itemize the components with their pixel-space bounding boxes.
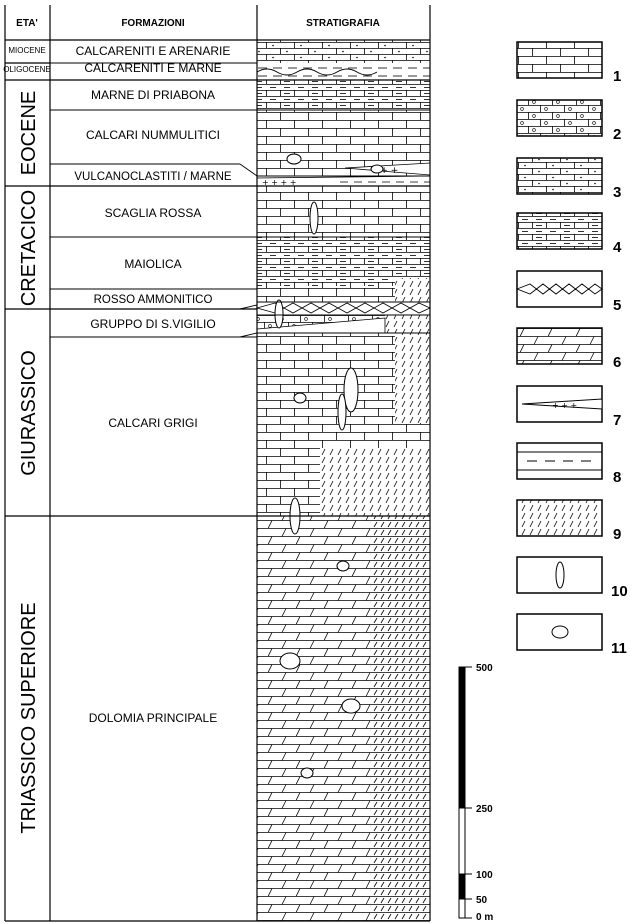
legend-item-9: 9 — [517, 500, 621, 543]
scale-label-100: 100 — [476, 870, 493, 881]
formation-calcareniti-marne: CALCARENITI E MARNE — [84, 61, 221, 75]
legend-item-6: 6 — [517, 328, 621, 371]
scale-label-250: 250 — [476, 804, 493, 815]
nodule-nummulitici — [287, 154, 301, 164]
epoch-cretacico: CRETACICO — [18, 190, 40, 306]
legend-item-11: 11 — [517, 614, 627, 657]
legend-volcanic-crosses: + + + — [552, 401, 577, 410]
formation-rosso-ammonitico: ROSSO AMMONITICO — [94, 294, 213, 306]
scale-segment-250-500 — [459, 667, 465, 808]
layer-scaglia-rossa — [257, 186, 430, 237]
legend-lens-mark — [556, 562, 564, 588]
lens-rosso — [275, 300, 283, 328]
header-stratigraphy: STRATIGRAFIA — [306, 18, 380, 29]
legend-number-9: 9 — [613, 526, 621, 543]
legend-number-2: 2 — [613, 126, 621, 143]
formation-maiolica: MAIOLICA — [124, 257, 181, 271]
hatch-strip-dolomia — [370, 516, 430, 921]
scale-label-0: 0 m — [476, 912, 493, 923]
legend-item-1: 1 — [517, 42, 621, 85]
legend-number-1: 1 — [613, 68, 621, 85]
nodule-dolomia-1 — [337, 561, 349, 571]
legend-number-6: 6 — [613, 354, 621, 371]
epoch-giurassico: GIURASSICO — [18, 350, 40, 476]
nodule-dolomia-3 — [342, 699, 360, 713]
legend-number-7: 7 — [613, 412, 621, 429]
formation-vulcanoclastiti-marne: VULCANOCLASTITI / MARNE — [74, 171, 232, 183]
legend-item-5: 5 — [517, 271, 621, 314]
legend-swatch-dolomite — [517, 328, 602, 364]
formation-scaglia-rossa: SCAGLIA ROSSA — [105, 206, 202, 220]
legend-number-3: 3 — [613, 184, 621, 201]
scale-segment-0-50 — [459, 899, 465, 918]
legend-item-2: 2 — [517, 100, 621, 143]
formation-calcareniti-arenarie: CALCARENITI E ARENARIE — [76, 44, 231, 58]
epoch-miocene: MIOCENE — [8, 46, 45, 55]
legend: 1 2 3 4 5 6 + + + 7 — [517, 42, 628, 657]
legend-item-7: + + + 7 — [517, 386, 621, 429]
legend-item-8: 8 — [517, 443, 621, 486]
legend-number-8: 8 — [613, 469, 621, 486]
scale-segment-50-100 — [459, 874, 465, 899]
scale-label-50: 50 — [476, 895, 488, 906]
legend-swatch-marly-limestone — [517, 213, 602, 249]
formation-calcari-grigi: CALCARI GRIGI — [108, 416, 197, 430]
scale-bar: 500 250 100 50 0 m — [459, 663, 493, 923]
legend-item-4: 4 — [517, 213, 622, 256]
lens-scaglia — [310, 202, 318, 234]
formation-gruppo-s-vigilio: GRUPPO DI S.VIGILIO — [90, 317, 215, 331]
legend-swatch-hatched — [517, 500, 602, 536]
formation-dolomia-principale: DOLOMIA PRINCIPALE — [89, 711, 217, 725]
legend-number-5: 5 — [613, 297, 621, 314]
header-age: ETA' — [16, 18, 38, 29]
legend-item-10: 10 — [517, 557, 628, 600]
legend-number-10: 10 — [611, 583, 628, 600]
hatch-strip-grigi-upper — [395, 333, 430, 423]
nodule-grigi — [294, 393, 306, 403]
formation-calcari-nummulitici: CALCARI NUMMULITICI — [86, 128, 220, 142]
layer-calcareniti — [257, 40, 430, 63]
legend-swatch-limestone — [517, 42, 602, 78]
legend-nodule-mark — [552, 626, 568, 638]
nodule-vulcano — [371, 165, 383, 173]
hatch-strip-grigi-lower — [320, 448, 430, 516]
legend-swatch-nummulitic — [517, 100, 602, 136]
legend-swatch-nodular — [517, 271, 602, 307]
layer-marne-priabona — [257, 80, 430, 110]
legend-number-11: 11 — [611, 640, 627, 657]
lens-grigi-2 — [338, 394, 346, 430]
hatch-strip-maiolica — [395, 278, 430, 302]
scale-segment-100-250 — [459, 808, 465, 874]
epoch-eocene: EOCENE — [18, 91, 40, 175]
layer-calcareniti-marne — [257, 63, 430, 80]
hatch-strip-vigilio — [385, 315, 430, 333]
legend-swatch-calcarenite — [517, 158, 602, 194]
epoch-triassico-superiore: TRIASSICO SUPERIORE — [18, 602, 40, 833]
nodule-dolomia-2 — [280, 653, 300, 669]
header-formations: FORMAZIONI — [121, 18, 185, 29]
legend-number-4: 4 — [613, 239, 622, 256]
legend-item-3: 3 — [517, 158, 621, 201]
scale-label-500: 500 — [476, 663, 493, 674]
nodule-dolomia-4 — [301, 768, 313, 778]
stratigraphic-column: + + + + + + + — [257, 40, 430, 921]
formation-marne-priabona: MARNE DI PRIABONA — [91, 88, 215, 102]
epoch-oligocene: OLIGOCENE — [3, 65, 51, 74]
